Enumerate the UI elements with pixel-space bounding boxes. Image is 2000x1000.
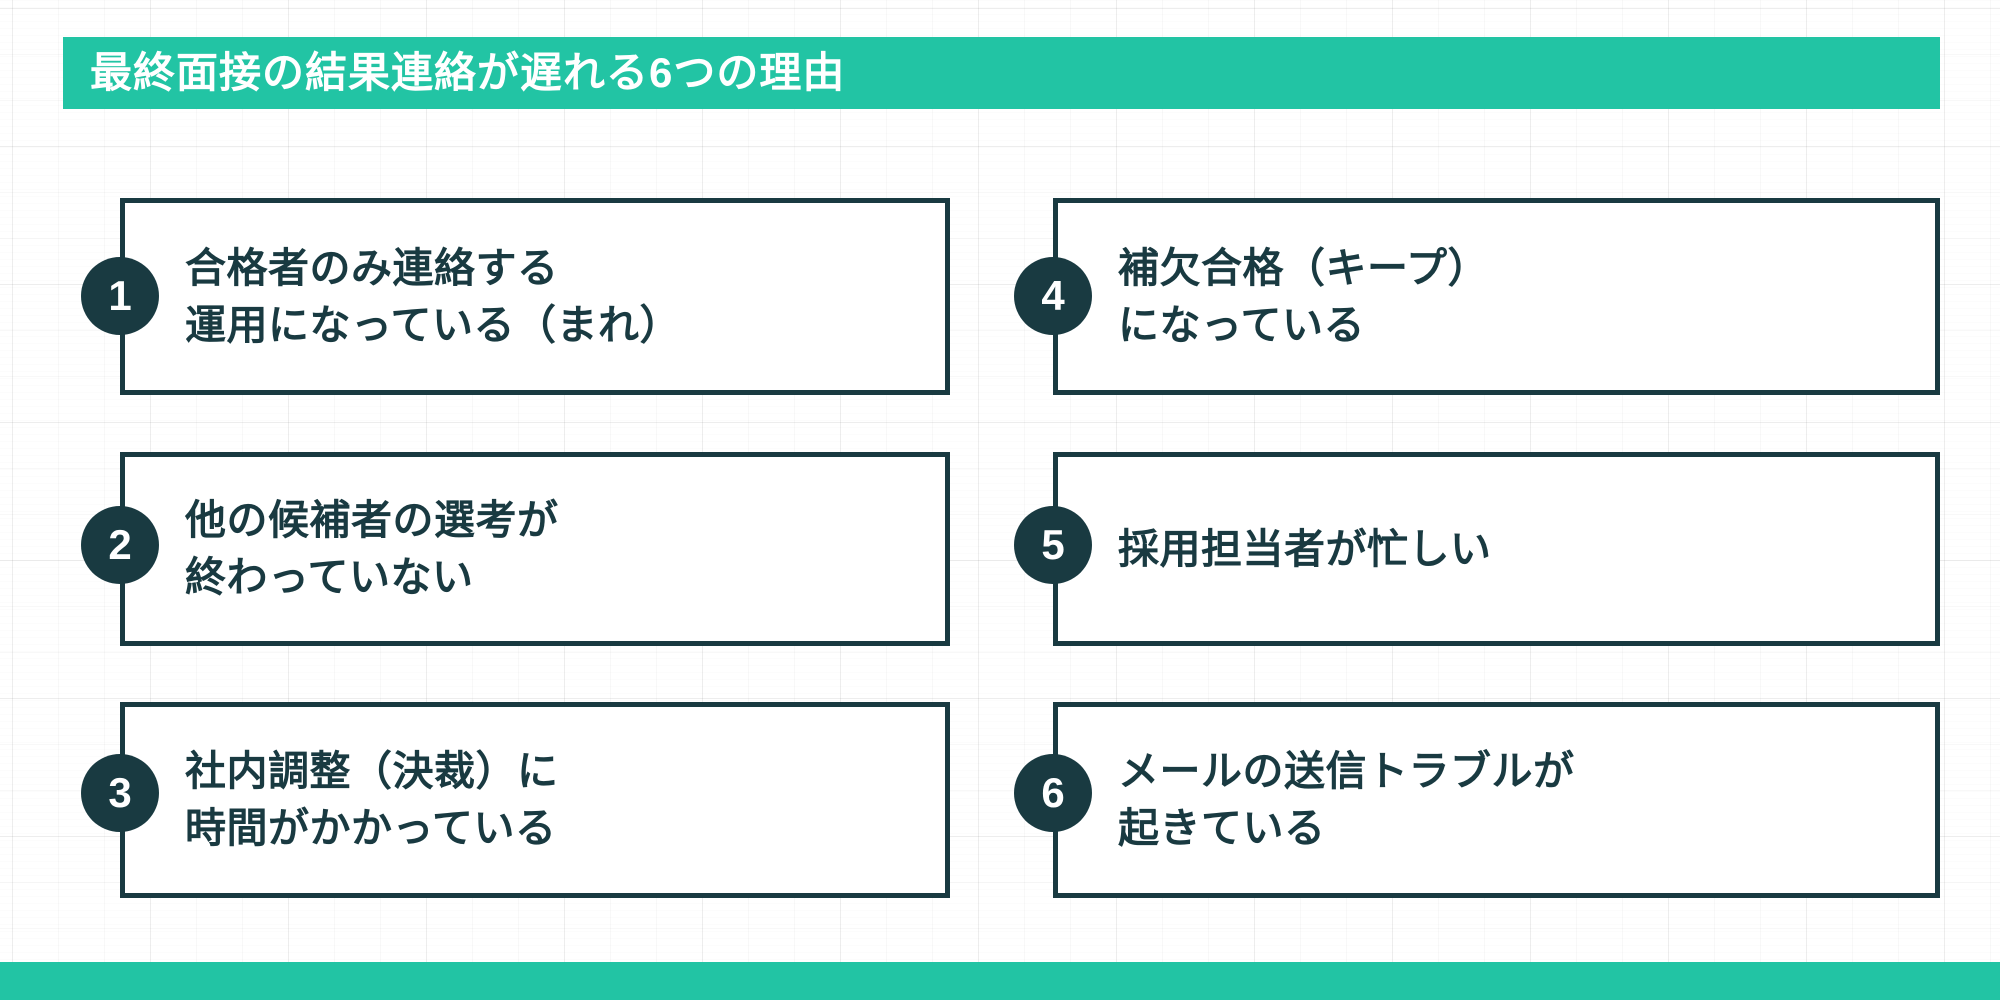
reason-badge-2: 2 [81,506,159,584]
page-title: 最終面接の結果連絡が遅れる6つの理由 [90,49,846,96]
reason-card-3-text: 社内調整（決裁）に 時間がかかっている [185,748,559,851]
reason-card-6: メールの送信トラブルが 起きている [1053,702,1940,898]
reason-badge-5: 5 [1014,506,1092,584]
reason-card-5: 採用担当者が忙しい [1053,452,1940,646]
reason-card-3: 社内調整（決裁）に 時間がかかっている [120,702,950,898]
reason-badge-6: 6 [1014,754,1092,832]
reason-badge-4: 4 [1014,257,1092,335]
reason-card-4: 補欠合格（キープ） になっている [1053,198,1940,395]
reason-card-6-text: メールの送信トラブルが 起きている [1118,748,1575,851]
reason-badge-1: 1 [81,257,159,335]
reason-card-1: 合格者のみ連絡する 運用になっている（まれ） [120,198,950,395]
reason-card-4-text: 補欠合格（キープ） になっている [1118,244,1490,348]
reason-card-5-text: 採用担当者が忙しい [1118,525,1492,572]
reason-card-2: 他の候補者の選考が 終わっていない [120,452,950,646]
reason-badge-3: 3 [81,754,159,832]
reason-card-1-text: 合格者のみ連絡する 運用になっている（まれ） [185,244,681,348]
title-banner: 最終面接の結果連絡が遅れる6つの理由 [63,37,1940,109]
reason-card-2-text: 他の候補者の選考が 終わっていない [185,497,559,600]
footer-accent-bar [0,962,2000,1000]
